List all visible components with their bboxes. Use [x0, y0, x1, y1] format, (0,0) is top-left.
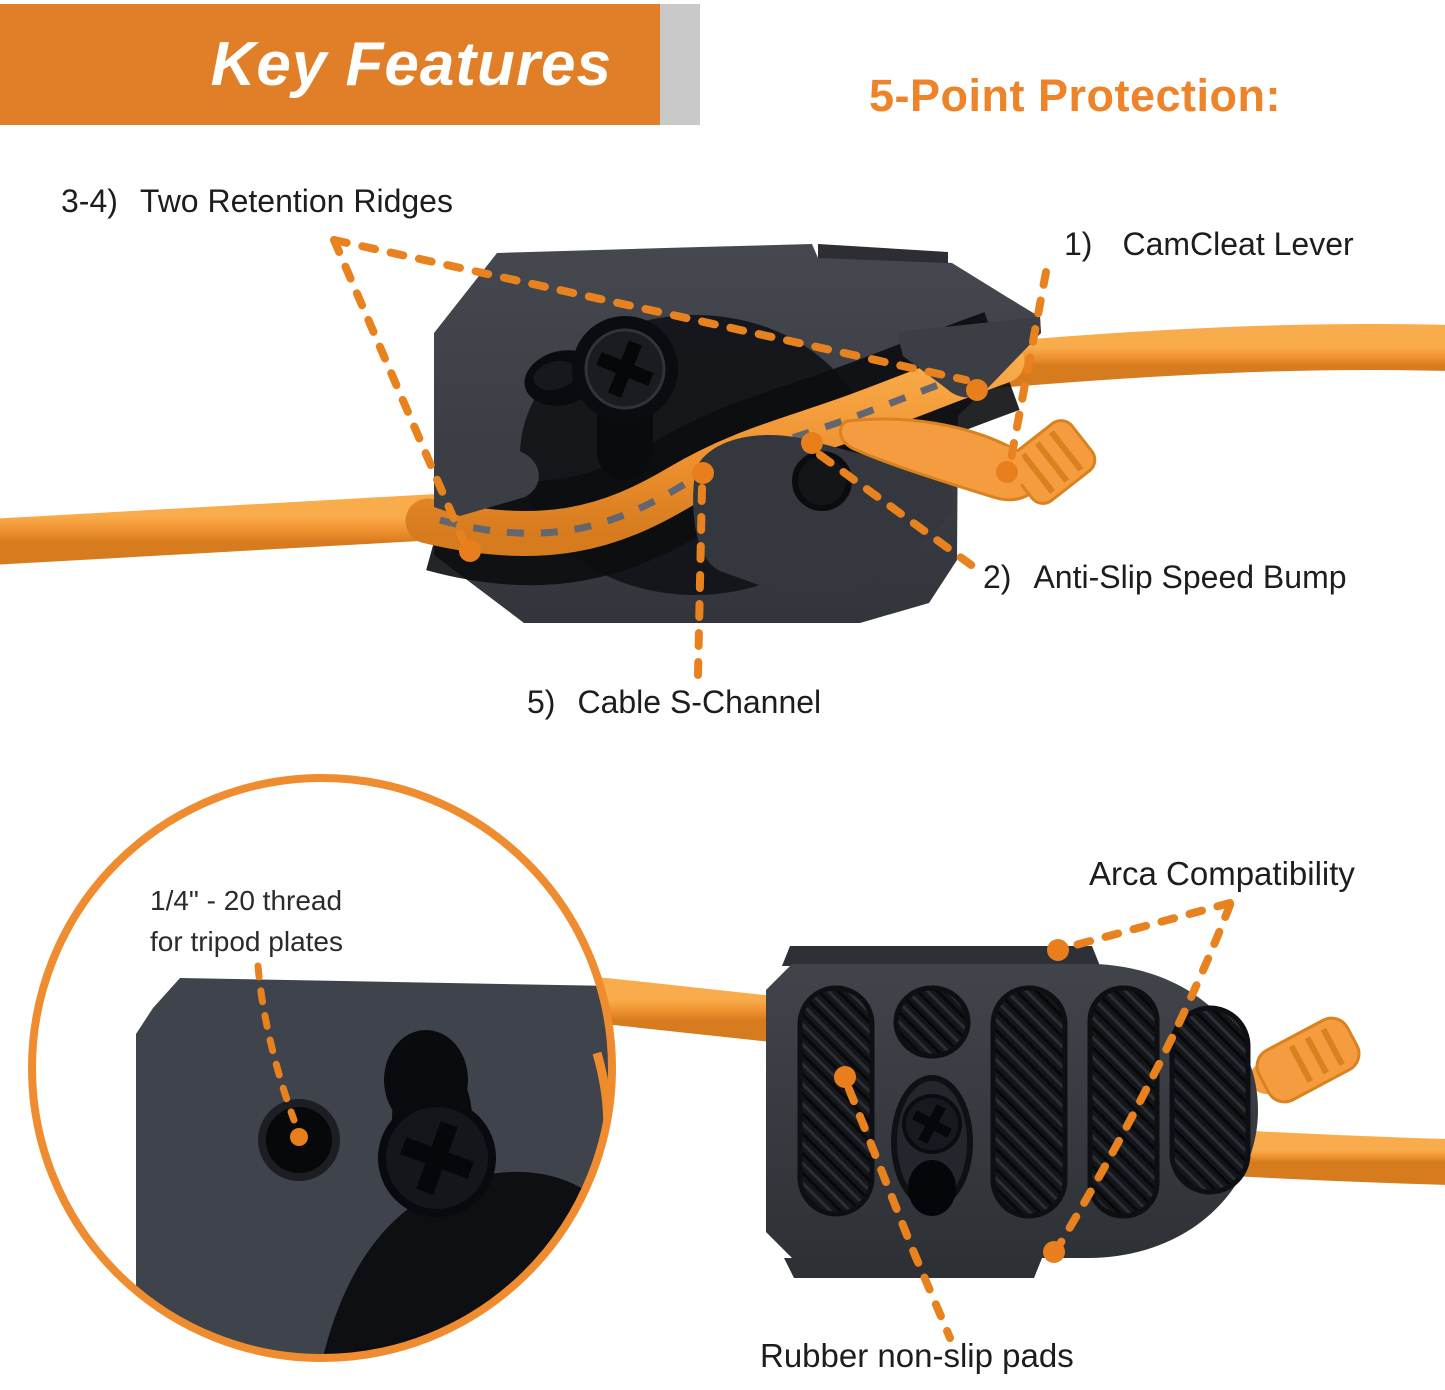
rubber-pad-5 — [1169, 1005, 1251, 1195]
cable-left-segment — [0, 493, 478, 565]
page-title: 5-Point Protection: — [869, 70, 1281, 121]
leader-speed-bump — [816, 451, 978, 571]
callout-thread: 1/4" - 20 thread for tripod plates — [150, 880, 343, 962]
leader-thread — [254, 962, 298, 1124]
cable-path-dashes — [439, 358, 1002, 537]
callout-text: Two Retention Ridges — [139, 183, 453, 219]
callout-text-line1: 1/4" - 20 thread — [150, 885, 343, 916]
callout-camcleat-lever: 1) CamCleat Lever — [1064, 226, 1354, 263]
callout-dots — [459, 379, 1069, 1263]
callout-rubber-pads: Rubber non-slip pads — [760, 1337, 1074, 1374]
dot-speed-bump — [801, 432, 823, 454]
speed-bump — [792, 451, 852, 511]
dot-thread — [290, 1128, 308, 1146]
leader-retention-right — [330, 236, 970, 384]
dot-retention-right — [966, 379, 988, 401]
dot-arca-bottom — [1043, 1241, 1065, 1263]
callout-text-line2: for tripod plates — [150, 926, 343, 957]
banner-title: Key Features — [210, 30, 612, 99]
dot-camcleat — [996, 461, 1018, 483]
callout-speed-bump: 2) Anti-Slip Speed Bump — [983, 559, 1347, 596]
plate-keyhole-screw — [891, 1075, 973, 1216]
callout-number: 3-4) — [61, 183, 118, 219]
leader-camcleat — [1007, 268, 1050, 463]
callout-number: 5) — [527, 684, 556, 720]
leader-arca-bottom — [1056, 901, 1234, 1248]
rubber-pad-3 — [990, 985, 1068, 1219]
magnified-keyhole-screw — [378, 1030, 496, 1217]
rubber-pad-2 — [893, 985, 971, 1059]
leader-s-channel — [694, 484, 706, 680]
callout-arca: Arca Compatibility — [1089, 855, 1355, 892]
leader-lines — [330, 236, 1234, 1342]
dot-arca-top — [1047, 939, 1069, 961]
dot-s-channel — [692, 462, 714, 484]
cable-stub-left — [573, 977, 805, 1043]
left-retention-ridge — [434, 438, 539, 516]
callout-s-channel: 5) Cable S-Channel — [527, 684, 821, 721]
lower-jaw — [693, 435, 954, 599]
keyhole-screw — [572, 316, 678, 480]
leader-retention-left — [330, 236, 467, 544]
plate-bottom-lip — [784, 1258, 1042, 1278]
cable-right-segment — [962, 323, 1445, 389]
callout-text: CamCleat Lever — [1122, 226, 1354, 262]
dot-retention-left — [459, 540, 481, 562]
magnifier-inset — [28, 774, 616, 1362]
right-retention-ridge — [897, 317, 1041, 398]
callout-retention-ridges: 3-4) Two Retention Ridges — [61, 183, 453, 220]
leader-rubber-pads — [845, 1085, 954, 1342]
magnifier-ring — [28, 774, 616, 1362]
rubber-pad-1 — [797, 985, 875, 1217]
callout-number: 2) — [983, 559, 1012, 595]
lever-tip-bottom — [1250, 1016, 1361, 1104]
rubber-pads — [797, 985, 1251, 1219]
camcleat-lever — [839, 417, 1097, 505]
banner: Key Features — [0, 4, 660, 125]
leader-arca-top — [1068, 899, 1234, 950]
callout-text: Anti-Slip Speed Bump — [1033, 559, 1347, 595]
plate-bottom-photo — [573, 946, 1445, 1278]
plate-top-lip — [782, 946, 1100, 966]
clamp-top-step — [818, 244, 948, 263]
dot-rubber-pads — [834, 1066, 856, 1088]
clamp-side-photo — [0, 244, 1445, 623]
callout-text: Cable S-Channel — [577, 684, 822, 720]
callout-number: 1) — [1064, 226, 1093, 262]
rubber-pad-4 — [1087, 985, 1160, 1219]
